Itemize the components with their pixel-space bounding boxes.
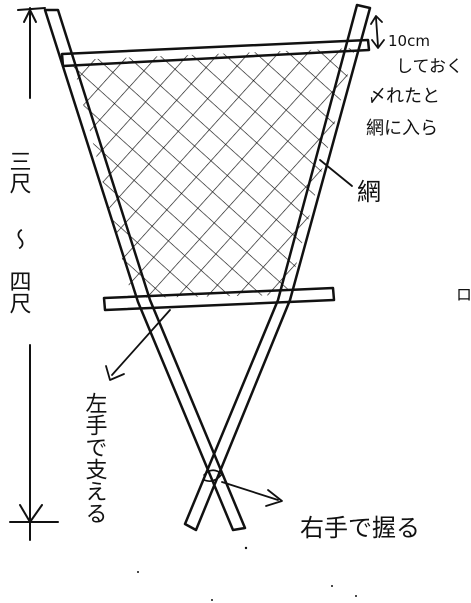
gap-label-line2: しておく [396,57,463,77]
grip-scribble [203,469,223,482]
paper-speckles [137,546,357,601]
gap-label-line1: 10cm [388,32,430,50]
right-hand-label: 右手で握る [300,514,420,542]
height-label-tilde: 〜 [6,228,31,250]
right-hand-arrow [221,481,283,507]
top-crossbar [60,38,371,68]
left-pole [43,8,247,532]
lower-crossbar [102,286,336,312]
left-hand-label: 左手で支える [82,392,108,524]
height-label-bottom: 四尺 [6,270,32,314]
note-line1: 〆れたと [368,86,440,107]
height-label-top: 三尺 [6,150,32,194]
left-hand-leader [105,309,171,381]
gap-marker [370,15,385,49]
net-leader-line [319,159,353,187]
note-line2: 網に入ら [366,118,438,139]
height-dimension [9,7,59,541]
net-label: 網 [357,178,381,206]
right-pole [183,3,372,532]
stray-mark: ロ [456,285,471,304]
